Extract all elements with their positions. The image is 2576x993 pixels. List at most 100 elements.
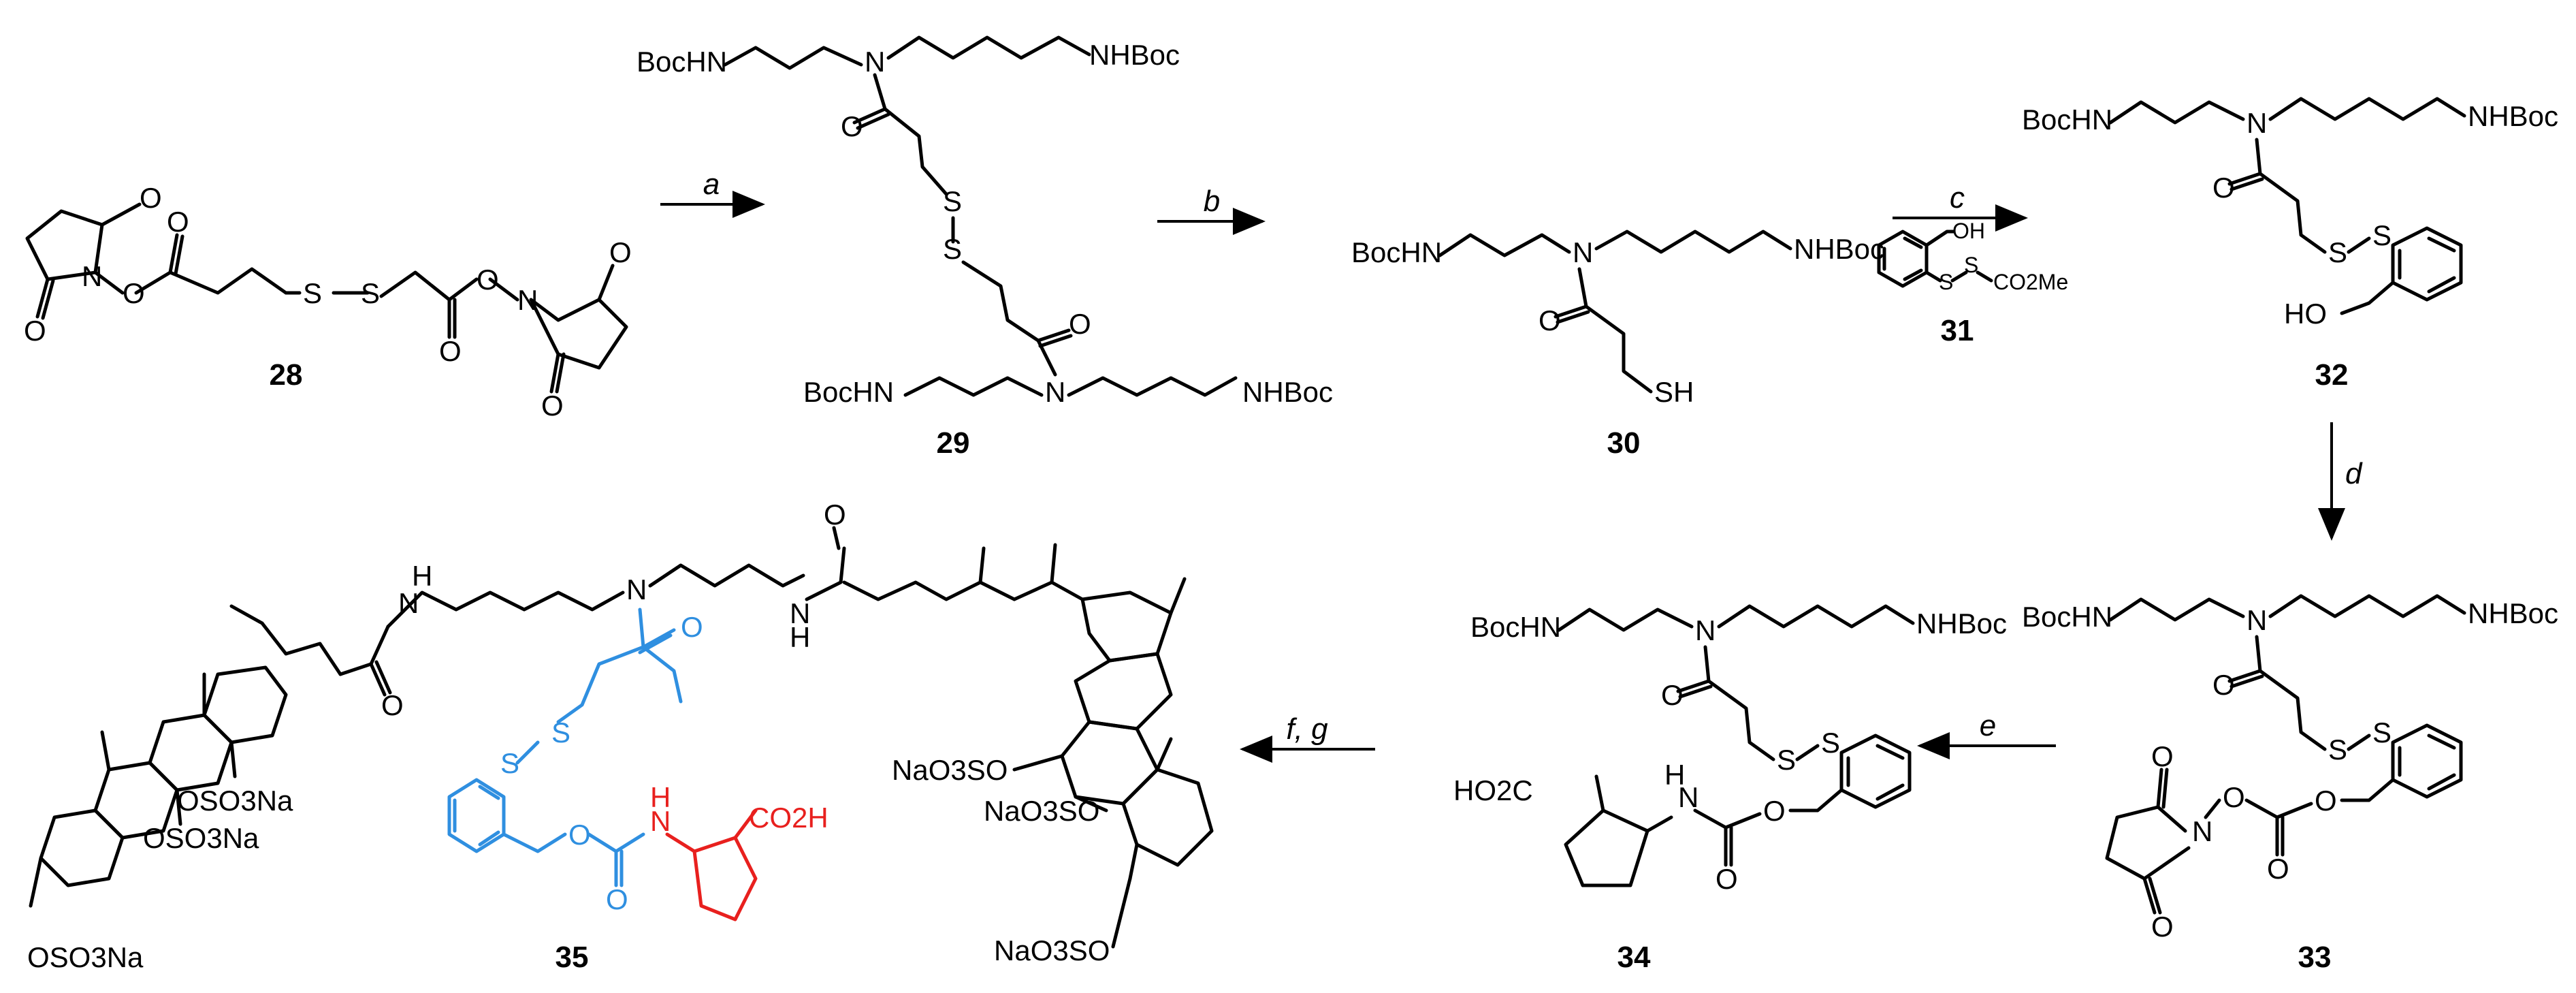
atom-o: O — [381, 689, 404, 721]
compound-28-structure: O O N O O S S O O N O O — [24, 182, 632, 422]
atom-n: N — [1045, 376, 1065, 408]
atom-o: O — [2315, 785, 2337, 817]
atom-o: O — [841, 110, 863, 142]
atom-n: N — [82, 260, 102, 292]
atom-o: O — [167, 206, 189, 238]
atom-n: N — [517, 284, 538, 316]
compound-label-33: 33 — [2298, 941, 2332, 974]
nhboc-group: NHBoc — [1089, 39, 1180, 71]
atom-n: N — [2247, 107, 2267, 139]
atom-n: N — [865, 46, 885, 78]
atom-o: O — [140, 182, 162, 214]
compound-32-structure: BocHN N NHBoc O S S HO — [2022, 97, 2558, 330]
atom-s: S — [1821, 727, 1840, 759]
condition-c: c — [1950, 181, 1965, 215]
compound-34-structure: BocHN N NHBoc O S S O O N H HO2C — [1453, 604, 2007, 895]
atom-o: O — [681, 611, 703, 643]
co2h-group: CO2H — [749, 802, 828, 834]
atom-o: O — [1716, 863, 1738, 895]
bochn-group: BocHN — [2022, 601, 2112, 633]
osulfate-group: OSO3Na — [177, 785, 293, 817]
atom-s: S — [1939, 270, 1953, 294]
bochn-group: BocHN — [2022, 104, 2112, 136]
atom-n: N — [2192, 815, 2212, 847]
reagent-31-structure: OH S S CO2Me — [1877, 219, 2068, 294]
atom-o: O — [123, 277, 145, 309]
atom-n: N — [626, 573, 647, 605]
nhboc-group: NHBoc — [1794, 233, 1884, 265]
atom-o: O — [2151, 911, 2174, 943]
compound-29-structure: BocHN N NHBoc O S S O N BocHN NHBoc — [637, 35, 1333, 408]
atom-o: O — [477, 264, 499, 296]
bochn-group: BocHN — [1470, 611, 1561, 643]
atom-o: O — [568, 819, 591, 851]
atom-o: O — [2223, 781, 2245, 813]
ho-group: HO — [2284, 298, 2327, 330]
osulfate-group: OSO3Na — [27, 941, 144, 973]
atom-o: O — [439, 335, 462, 367]
atom-o: O — [2267, 853, 2289, 885]
atom-h: H — [650, 781, 671, 813]
compound-label-34: 34 — [1617, 941, 1651, 974]
naosulfate-group: NaO3SO — [892, 754, 1008, 786]
atom-o: O — [2212, 172, 2235, 204]
compound-label-35: 35 — [556, 941, 589, 974]
atom-s: S — [303, 277, 322, 309]
atom-n: N — [1678, 781, 1698, 813]
atom-s: S — [2372, 219, 2392, 251]
atom-o: O — [1539, 304, 1561, 336]
atom-o: O — [606, 883, 628, 915]
compound-label-29: 29 — [937, 426, 970, 460]
condition-e: e — [1980, 709, 1996, 742]
condition-b: b — [1204, 185, 1220, 218]
compound-33-structure: BocHN N NHBoc O S S O O O N O O — [2022, 594, 2558, 943]
atom-o: O — [1661, 679, 1684, 711]
atom-n: N — [2247, 604, 2267, 636]
atom-s: S — [500, 747, 519, 779]
oh-group: OH — [1952, 219, 1985, 243]
compound-label-28: 28 — [270, 358, 303, 392]
atom-o: O — [1763, 795, 1786, 827]
atom-h: H — [412, 560, 432, 592]
atom-h: H — [790, 621, 810, 653]
compound-label-30: 30 — [1607, 426, 1641, 460]
atom-o: O — [824, 499, 846, 531]
compound-30-structure: BocHN N NHBoc O SH — [1351, 230, 1884, 408]
compound-label-32: 32 — [2315, 358, 2349, 392]
atom-o: O — [2151, 740, 2174, 772]
atom-s: S — [361, 277, 380, 309]
atom-s: S — [2328, 236, 2347, 268]
bochn-group: BocHN — [803, 376, 894, 408]
atom-s: S — [2328, 734, 2347, 766]
atom-n: N — [1573, 236, 1593, 268]
nhboc-group: NHBoc — [1242, 376, 1333, 408]
ho2c-group: HO2C — [1453, 774, 1533, 806]
atom-s: S — [2372, 716, 2392, 748]
nhboc-group: NHBoc — [2468, 597, 2558, 629]
naosulfate-group: NaO3SO — [994, 934, 1110, 966]
condition-a: a — [703, 168, 720, 201]
bochn-group: BocHN — [1351, 236, 1442, 268]
atom-n: N — [398, 587, 419, 619]
osulfate-group: OSO3Na — [143, 822, 259, 854]
atom-n: N — [650, 805, 671, 837]
sh-group: SH — [1654, 376, 1694, 408]
compound-label-31: 31 — [1941, 314, 1974, 347]
nhboc-group: NHBoc — [2468, 100, 2558, 132]
atom-o: O — [1069, 308, 1091, 340]
atom-o: O — [2212, 669, 2235, 701]
atom-o: O — [541, 390, 564, 422]
atom-s: S — [943, 185, 962, 217]
atom-o: O — [24, 315, 46, 347]
bochn-group: BocHN — [637, 46, 727, 78]
nhboc-group: NHBoc — [1916, 608, 2007, 640]
atom-n: N — [1695, 614, 1716, 646]
condition-d: d — [2345, 457, 2363, 490]
atom-n: N — [790, 597, 810, 629]
condition-fg: f, g — [1286, 712, 1328, 746]
co2me-group: CO2Me — [1993, 270, 2068, 294]
atom-s: S — [1777, 744, 1796, 776]
atom-s: S — [943, 233, 962, 265]
compound-35-structure: H N N N N H O O OSO3Na OSO3Na OSO3Na — [27, 499, 1214, 973]
